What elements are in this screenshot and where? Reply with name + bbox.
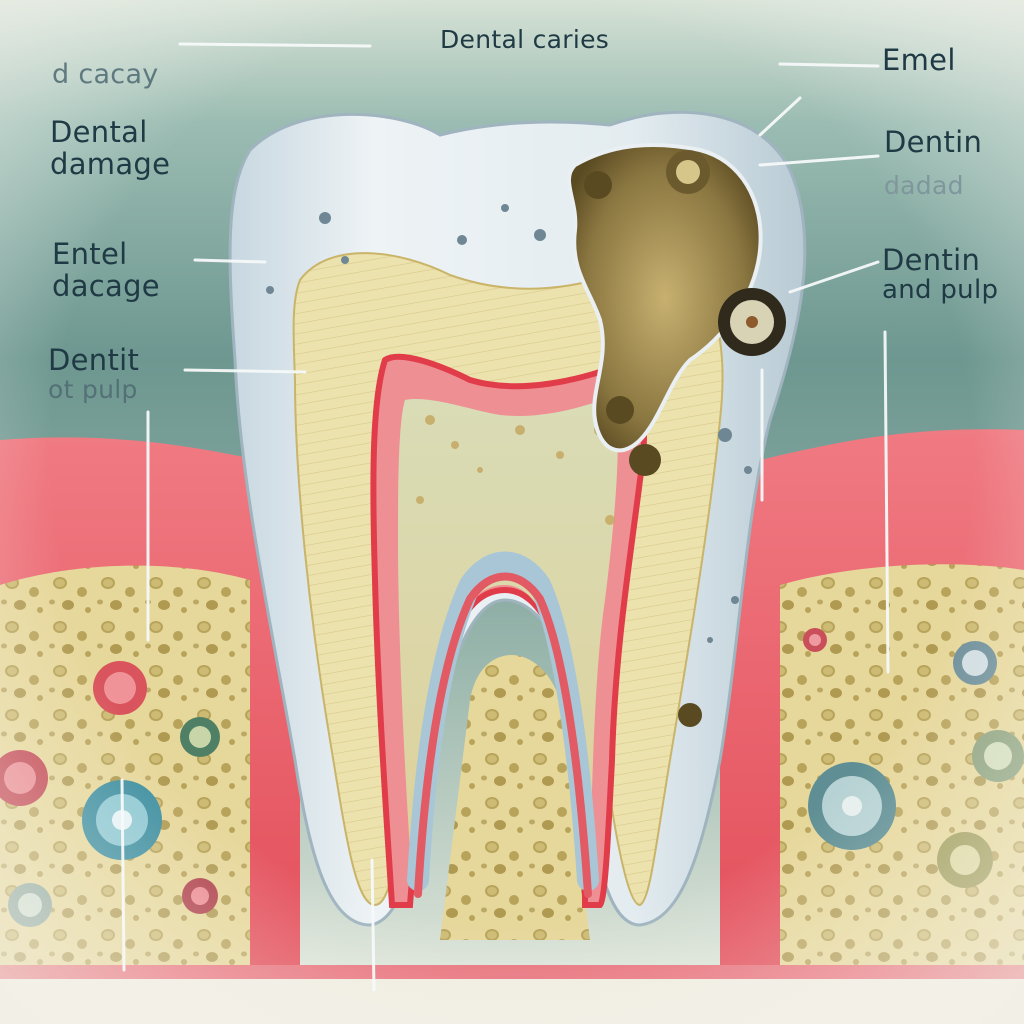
- label-dentin-and-pulp-line2: and pulp: [882, 275, 999, 306]
- label-dental-damage: Dental damage: [50, 116, 170, 181]
- label-dentin-faded: dadad: [884, 171, 964, 200]
- label-dentit-pulp-line1: Dentit: [48, 343, 140, 377]
- label-entel-dacage-line2: dacage: [52, 269, 160, 304]
- diagram-title: Dental caries: [440, 25, 610, 54]
- label-emel: Emel: [882, 43, 956, 77]
- label-dentin: Dentin: [884, 125, 983, 159]
- label-entel-dacage: Entel dacage: [52, 238, 160, 303]
- label-dental-damage-line1: Dental: [50, 115, 148, 149]
- label-entel-dacage-line1: Entel: [52, 237, 128, 271]
- label-dentit-pulp-line2: ot pulp: [48, 375, 138, 405]
- label-dentin-and-pulp-line1: Dentin: [882, 243, 981, 277]
- label-dentit-pulp: Dentit ot pulp: [48, 344, 139, 404]
- label-decay: d cacay: [52, 59, 159, 90]
- label-dentin-and-pulp: Dentin and pulp: [882, 244, 998, 306]
- label-dental-damage-line2: damage: [50, 147, 171, 182]
